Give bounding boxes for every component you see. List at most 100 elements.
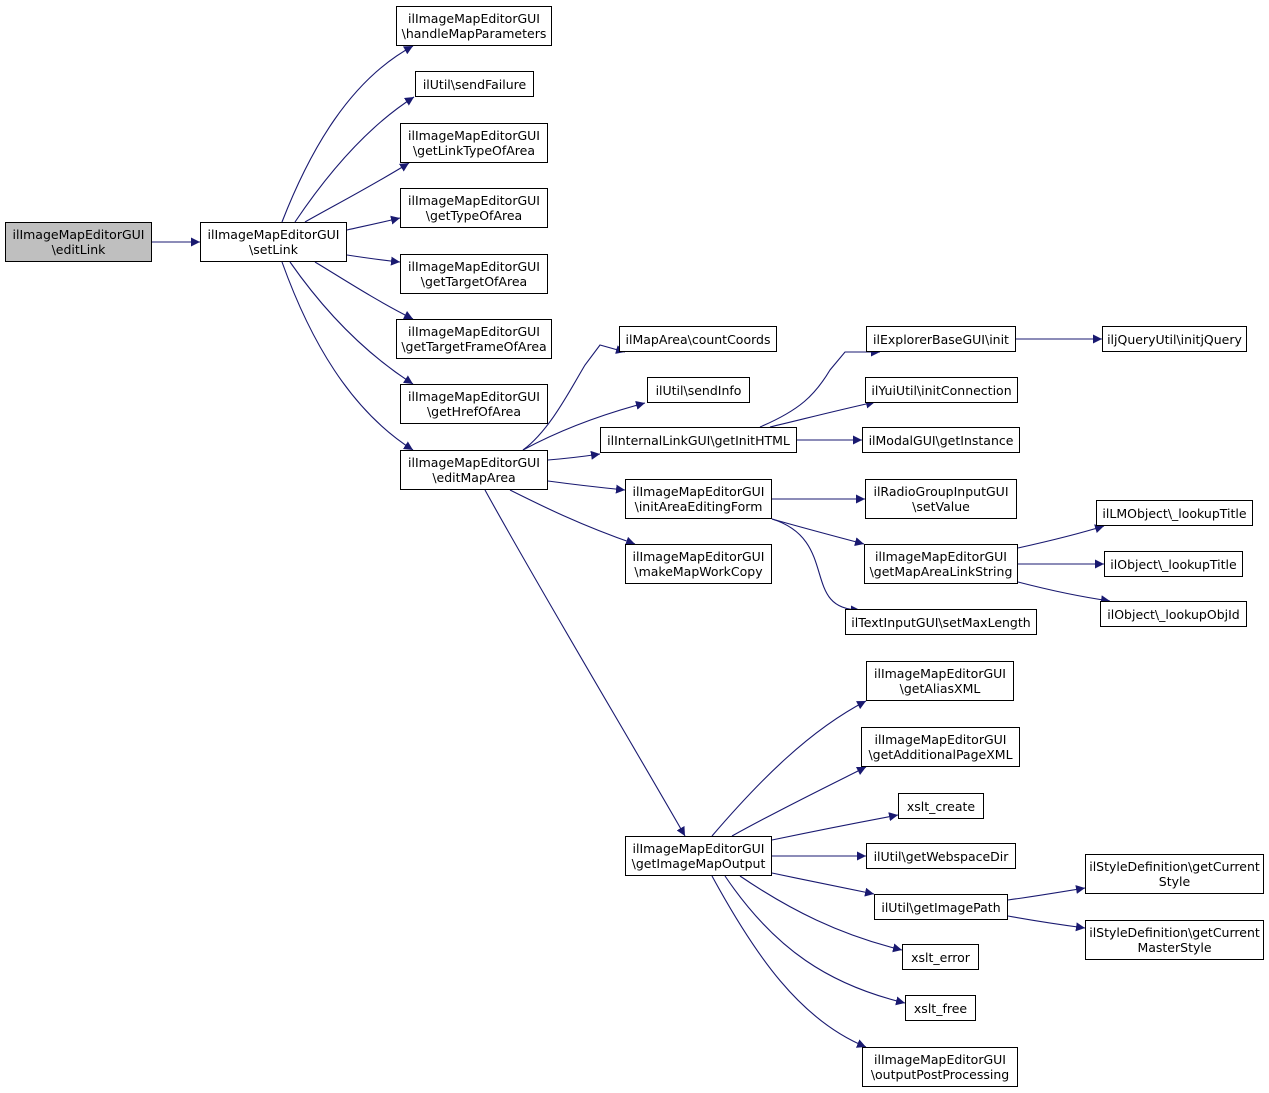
edge-get-image-map-output-to-xslt-create	[771, 812, 899, 841]
node-get-alias-xml[interactable]: ilImageMapEditorGUI\getAliasXML	[866, 661, 1014, 701]
edge-set-link-to-get-target-of-area	[346, 254, 401, 266]
edge-set-link-to-handle-map-parameters	[281, 45, 414, 223]
node-label-line: \outputPostProcessing	[870, 1067, 1010, 1082]
node-label-line: ilRadioGroupInputGUI	[873, 484, 1009, 499]
edge-set-link-to-send-failure	[294, 96, 415, 223]
node-label-line: ilMapArea\countCoords	[625, 331, 771, 347]
node-label-line: Style	[1158, 874, 1191, 889]
edge-edit-map-area-to-init-area-editing-form	[547, 480, 626, 494]
node-label-line: MasterStyle	[1137, 940, 1212, 955]
node-get-image-path[interactable]: ilUtil\getImagePath	[874, 894, 1008, 920]
node-label-line: ilImageMapEditorGUI	[408, 455, 540, 470]
node-explorer-init[interactable]: ilExplorerBaseGUI\init	[866, 326, 1016, 352]
node-label-line: ilImageMapEditorGUI	[874, 1052, 1006, 1067]
node-initj-query[interactable]: iljQueryUtil\initjQuery	[1102, 326, 1247, 352]
node-get-instance[interactable]: ilModalGUI\getInstance	[862, 427, 1020, 453]
node-label-line: ilUtil\getWebspaceDir	[873, 848, 1009, 864]
node-label-line: \getHrefOfArea	[426, 404, 522, 419]
edge-get-image-map-output-to-get-additional-page-xml	[731, 766, 867, 837]
node-get-href-of-area[interactable]: ilImageMapEditorGUI\getHrefOfArea	[400, 384, 548, 424]
node-xslt-error[interactable]: xslt_error	[902, 944, 979, 970]
node-lookup-obj-id[interactable]: ilObject\_lookupObjId	[1100, 601, 1247, 627]
node-get-init-html[interactable]: ilInternalLinkGUI\getInitHTML	[600, 427, 797, 453]
node-get-type-of-area[interactable]: ilImageMapEditorGUI\getTypeOfArea	[400, 188, 548, 228]
node-set-link[interactable]: ilImageMapEditorGUI\setLink	[200, 222, 347, 262]
node-label-line: \editLink	[51, 242, 106, 257]
node-get-link-type-of-area[interactable]: ilImageMapEditorGUI\getLinkTypeOfArea	[400, 123, 548, 163]
node-get-target-frame-of-area[interactable]: ilImageMapEditorGUI\getTargetFrameOfArea	[396, 319, 552, 359]
node-label-line: ilImageMapEditorGUI	[632, 841, 765, 856]
edge-set-link-to-edit-map-area	[281, 261, 414, 451]
node-set-max-length[interactable]: ilTextInputGUI\setMaxLength	[845, 609, 1037, 635]
node-get-map-area-link-string[interactable]: ilImageMapEditorGUI\getMapAreaLinkString	[864, 544, 1018, 584]
node-send-failure[interactable]: ilUtil\sendFailure	[415, 71, 534, 97]
edge-get-map-area-link-string-to-lm-lookup-title	[1017, 524, 1105, 549]
edge-get-init-html-to-init-connection	[769, 399, 876, 428]
node-label-line: \editMapArea	[432, 470, 516, 485]
node-output-post-processing[interactable]: ilImageMapEditorGUI\outputPostProcessing	[862, 1047, 1018, 1087]
node-label-line: ilImageMapEditorGUI	[408, 193, 540, 208]
node-label-line: ilImageMapEditorGUI	[632, 484, 765, 499]
node-edit-link[interactable]: ilImageMapEditorGUI\editLink	[5, 222, 152, 262]
edge-set-link-to-get-href-of-area	[289, 261, 414, 385]
node-label-line: ilExplorerBaseGUI\init	[873, 331, 1009, 347]
edge-edit-map-area-to-get-image-map-output	[484, 489, 686, 837]
node-handle-map-parameters[interactable]: ilImageMapEditorGUI\handleMapParameters	[396, 6, 552, 46]
node-make-map-work-copy[interactable]: ilImageMapEditorGUI\makeMapWorkCopy	[625, 544, 772, 584]
node-edit-map-area[interactable]: ilImageMapEditorGUI\editMapArea	[400, 450, 548, 490]
node-label-line: ilImageMapEditorGUI	[12, 227, 145, 242]
node-get-webspace-dir[interactable]: ilUtil\getWebspaceDir	[866, 843, 1016, 869]
node-label-line: \getLinkTypeOfArea	[412, 143, 536, 158]
edge-get-image-path-to-get-current-style	[1007, 885, 1086, 901]
node-label-line: ilImageMapEditorGUI	[408, 11, 540, 26]
node-label-line: ilLMObject\_lookupTitle	[1102, 505, 1247, 521]
edge-get-map-area-link-string-to-lookup-obj-id	[1017, 581, 1111, 605]
node-label-line: ilInternalLinkGUI\getInitHTML	[607, 432, 790, 448]
node-count-coords[interactable]: ilMapArea\countCoords	[619, 326, 777, 352]
edge-get-image-path-to-get-current-master-style	[1007, 915, 1086, 932]
node-label-line: ilImageMapEditorGUI	[875, 549, 1007, 564]
node-xslt-free[interactable]: xslt_free	[905, 995, 976, 1021]
node-label-line: \getAliasXML	[899, 681, 981, 696]
node-label-line: ilImageMapEditorGUI	[874, 666, 1006, 681]
edge-get-image-map-output-to-output-post-processing	[711, 875, 867, 1048]
node-label-line: \getMapAreaLinkString	[869, 564, 1013, 579]
node-get-image-map-output[interactable]: ilImageMapEditorGUI\getImageMapOutput	[625, 836, 772, 876]
edge-edit-map-area-to-get-init-html	[547, 450, 601, 461]
node-label-line: \setValue	[912, 499, 970, 514]
edge-get-init-html-to-explorer-init	[759, 347, 880, 428]
node-init-connection[interactable]: ilYuiUtil\initConnection	[865, 377, 1018, 403]
edge-get-image-map-output-to-get-alias-xml	[711, 700, 867, 837]
node-init-area-editing-form[interactable]: ilImageMapEditorGUI\initAreaEditingForm	[625, 479, 772, 519]
node-label-line: ilUtil\sendInfo	[655, 382, 742, 398]
node-label-line: \makeMapWorkCopy	[634, 564, 763, 579]
edge-edit-map-area-to-make-map-work-copy	[509, 489, 636, 546]
node-label-line: xslt_free	[913, 1000, 968, 1016]
edge-set-link-to-get-link-type-of-area	[304, 162, 410, 223]
node-get-target-of-area[interactable]: ilImageMapEditorGUI\getTargetOfArea	[400, 254, 548, 294]
node-obj-lookup-title[interactable]: ilObject\_lookupTitle	[1104, 551, 1243, 577]
node-get-additional-page-xml[interactable]: ilImageMapEditorGUI\getAdditionalPageXML	[861, 727, 1020, 767]
node-label-line: ilObject\_lookupTitle	[1110, 556, 1237, 572]
node-label-line: \getAdditionalPageXML	[868, 747, 1013, 762]
node-label-line: ilImageMapEditorGUI	[207, 227, 340, 242]
node-label-line: ilYuiUtil\initConnection	[871, 382, 1012, 398]
node-label-line: iljQueryUtil\initjQuery	[1107, 331, 1242, 347]
edge-set-link-to-get-type-of-area	[346, 215, 401, 231]
node-lm-lookup-title[interactable]: ilLMObject\_lookupTitle	[1096, 500, 1253, 526]
node-label-line: ilImageMapEditorGUI	[408, 128, 540, 143]
edge-init-area-editing-form-to-set-max-length	[771, 518, 861, 615]
edge-get-image-map-output-to-xslt-free	[724, 875, 906, 1006]
node-label-line: \getTargetOfArea	[420, 274, 528, 289]
node-set-value[interactable]: ilRadioGroupInputGUI\setValue	[865, 479, 1017, 519]
node-label-line: ilModalGUI\getInstance	[868, 432, 1014, 448]
node-label-line: ilImageMapEditorGUI	[874, 732, 1007, 747]
node-send-info[interactable]: ilUtil\sendInfo	[647, 377, 750, 403]
node-label-line: \getTypeOfArea	[425, 208, 523, 223]
edge-get-image-map-output-to-get-image-path	[771, 872, 875, 897]
node-xslt-create[interactable]: xslt_create	[898, 793, 984, 819]
